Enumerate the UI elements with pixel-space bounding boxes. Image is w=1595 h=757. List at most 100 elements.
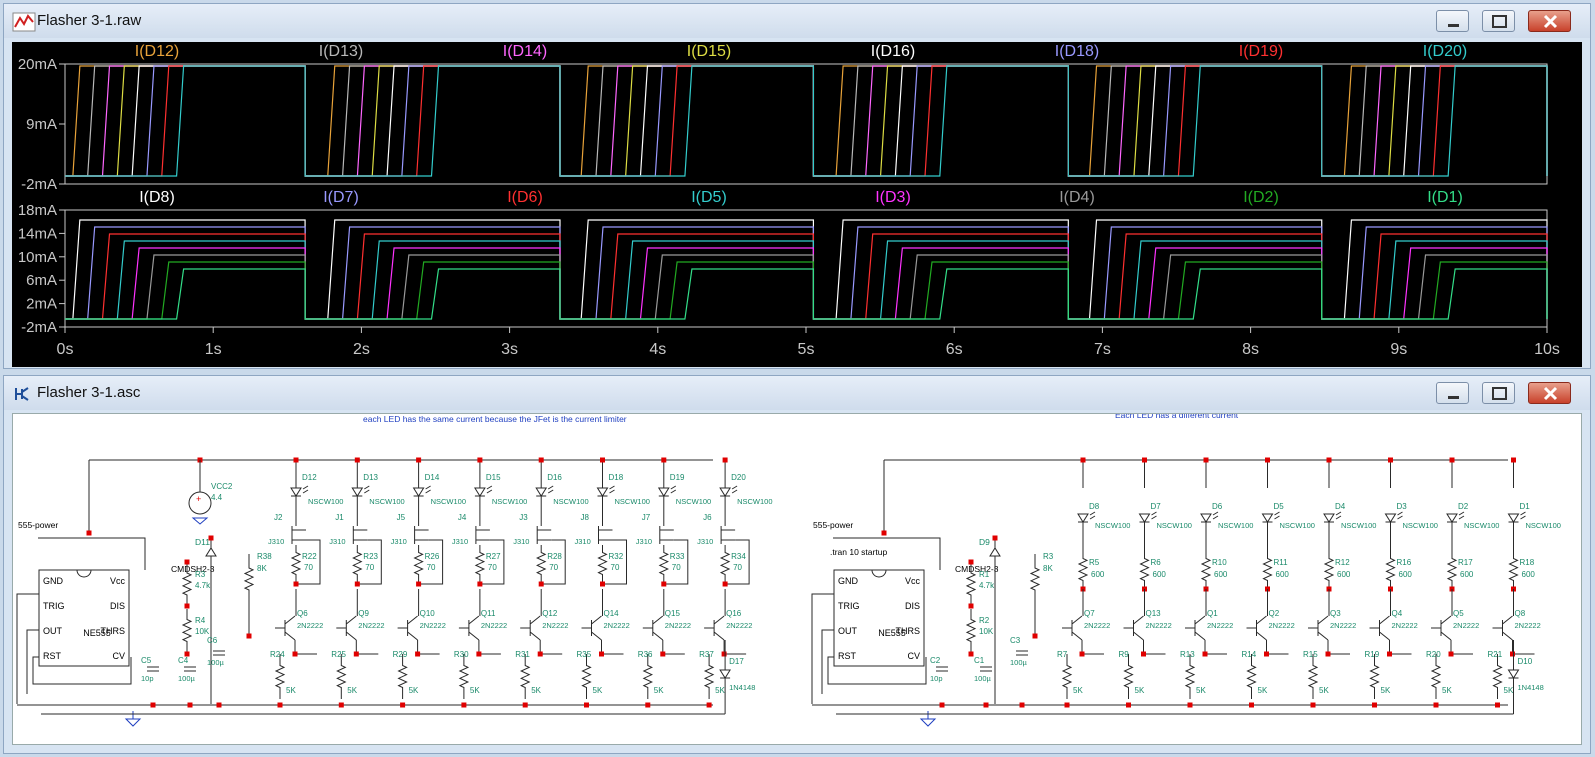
schematic-window[interactable]: Flasher 3-1.asc each LED has the same cu… [3,375,1591,754]
trace-line [65,261,1548,320]
chip-pin-label: TRIG [838,601,860,611]
led-part: NSCW100 [1280,521,1315,530]
wire [601,640,624,655]
trace-line [65,268,1548,320]
resistor-label: R12 [1335,558,1350,567]
maximize-button[interactable] [1482,10,1515,32]
schematic-maximize-button[interactable] [1482,382,1515,404]
resistor-value: 4.7k [979,581,995,590]
led-symbol [1446,513,1458,523]
ground-symbol [124,711,142,727]
led-symbol [1138,513,1151,523]
close-icon [1543,386,1558,401]
wire [357,539,382,585]
npn-symbol [1123,615,1144,641]
led-rays [547,485,554,494]
led-part: NSCW100 [1341,521,1376,530]
jfet-circuit[interactable]: each LED has the same current because th… [16,414,773,727]
minimize-button[interactable] [1436,10,1469,32]
resistor [274,654,286,699]
waveform-plot[interactable]: 20mA9mA-2mAI(D12)I(D13)I(D14)I(D15)I(D16… [12,42,1584,367]
led-part: NSCW100 [308,497,343,506]
led-label: D18 [609,473,624,482]
close-button[interactable] [1528,10,1571,32]
jfet-label: J4 [458,513,467,522]
x-tick-label: 2s [353,341,370,358]
jfet-part: J310 [329,537,345,546]
schematic-titlebar[interactable]: Flasher 3-1.asc [4,376,1590,410]
junction [416,457,422,463]
resistor-label: R32 [609,552,624,561]
jfet-label: J6 [703,513,712,522]
resistor [597,545,608,582]
resistor-label: R14 [1242,650,1257,659]
junction [1064,702,1070,708]
jfet-label: J2 [274,513,283,522]
jfet-symbol [598,526,613,544]
transistor-part: 2N2222 [297,621,323,630]
chip-pin-label: GND [838,576,859,586]
resistor [1061,654,1073,699]
resistor-value: 600 [1399,570,1413,579]
transistor-part: 2N2222 [604,621,630,630]
transistor-label: Q2 [1269,609,1280,618]
led-rays [731,485,738,494]
bottom-pane[interactable]: 18mA14mA10mA6mA2mA-2mAI(D8)I(D7)I(D6)I(D… [18,189,1548,336]
resistor-label: R38 [257,552,272,561]
wire [1512,640,1535,655]
junction [1187,702,1193,708]
led-rays [670,485,677,494]
ground-symbol [191,517,209,525]
schematic-close-button[interactable] [1528,382,1571,404]
led-part: NSCW100 [676,497,711,506]
top-pane[interactable]: 20mA9mA-2mAI(D12)I(D13)I(D14)I(D15)I(D16… [18,43,1548,193]
diode-label: D17 [729,657,744,666]
resistor [703,654,715,699]
jfet-part: J310 [452,537,468,546]
resistor-label: R15 [1303,650,1318,659]
resistor-label: R30 [454,650,469,659]
jfet-symbol [720,526,736,544]
transistor-part: 2N2222 [726,621,752,630]
junction [1511,457,1516,463]
led-rays [1520,511,1526,520]
junction [537,651,543,657]
transistor-part: 2N2222 [665,621,691,630]
waveform-titlebar[interactable]: Flasher 3-1.raw [4,4,1590,38]
npn-symbol [1185,615,1206,641]
schematic-minimize-button[interactable] [1436,382,1469,404]
wire [294,640,317,655]
resistor-circuit[interactable]: Each LED has a different current555-powe… [811,410,1581,727]
resistor [1246,654,1257,699]
zener-label: D11 [195,537,210,547]
wire [1143,640,1166,655]
junction [184,651,190,657]
chip-pin-label: CV [907,651,920,661]
resistor-label: R35 [577,650,592,659]
schematic-drawing[interactable]: each LED has the same current because th… [13,410,1581,744]
schematic-canvas[interactable]: each LED has the same current because th… [12,410,1582,745]
wire [355,640,379,655]
trace-line [65,65,1548,177]
trace-label: I(D19) [1239,43,1283,60]
resistor-value: 8K [1043,564,1053,573]
trace-line [65,233,1548,320]
